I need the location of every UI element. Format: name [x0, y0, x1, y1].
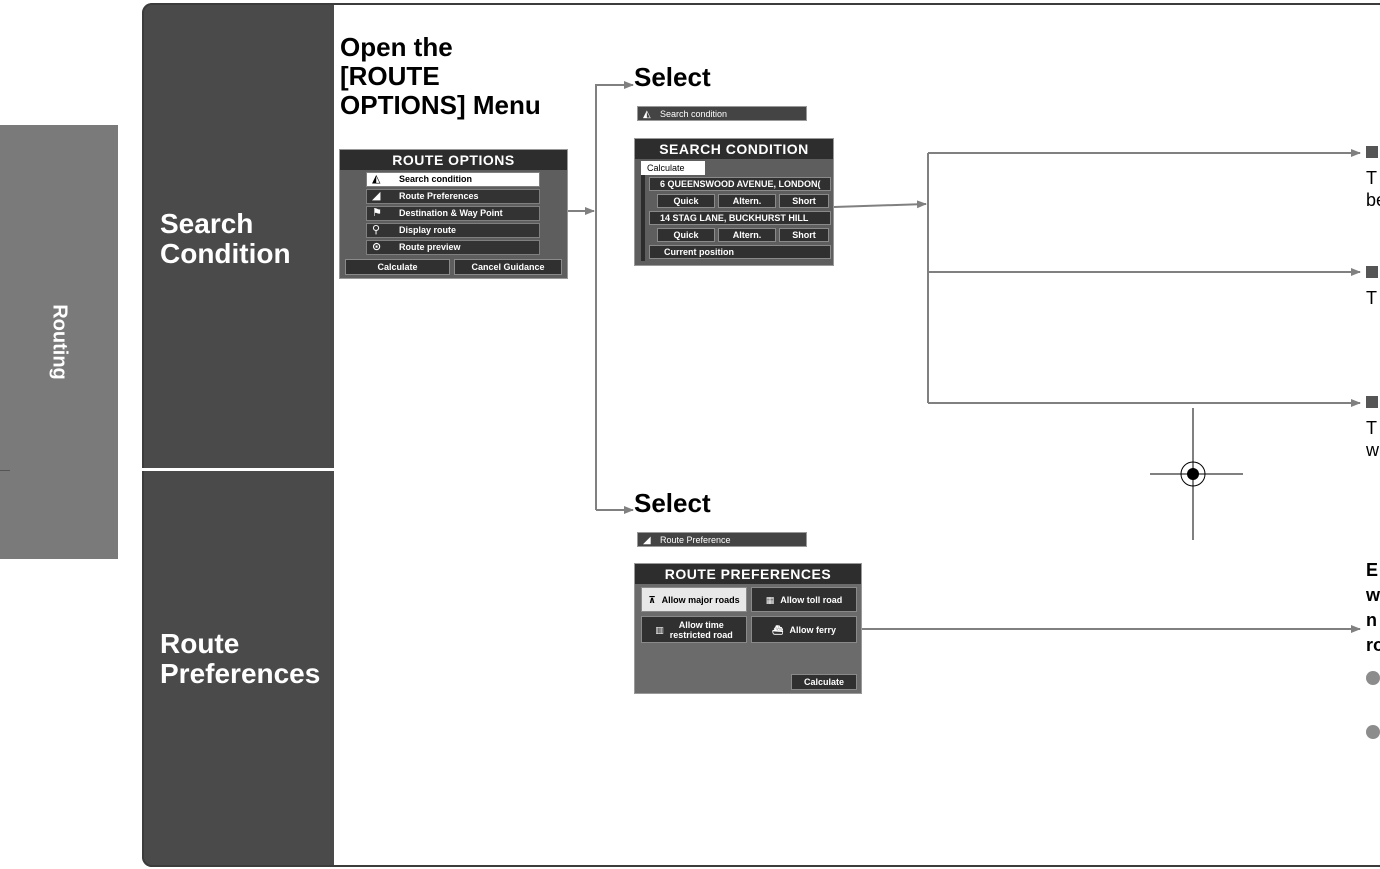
search-condition-label-bar[interactable]: ◭ Search condition [637, 106, 807, 121]
allow-time-restricted-road-button[interactable]: ▥ Allow time restricted road [641, 616, 747, 643]
cut-text-2a: T [1366, 288, 1377, 308]
current-position-button[interactable]: Current position [649, 245, 831, 259]
cut-text-b3: n [1366, 610, 1377, 630]
cut-text-b4: ro [1366, 635, 1380, 655]
bullet-1 [1366, 671, 1380, 685]
quick-button-2[interactable]: Quick [657, 228, 715, 242]
destination-1-button[interactable]: 6 QUEENSWOOD AVENUE, LONDON( [649, 177, 831, 191]
quick-button-1[interactable]: Quick [657, 194, 715, 208]
toll-road-icon: ▦ [765, 594, 775, 605]
menu-item-search-condition[interactable]: ◭ Search condition [366, 172, 540, 187]
bullet-2 [1366, 725, 1380, 739]
ferry-icon: ⛴ [772, 624, 784, 635]
route-preferences-panel: ROUTE PREFERENCES ⊼ Allow major roads ▦ … [634, 563, 862, 694]
search-condition-title: SEARCH CONDITION [635, 139, 833, 159]
cut-text-3b: w [1366, 440, 1379, 460]
allow-major-roads-label: Allow major roads [661, 594, 740, 605]
destination-2-button[interactable]: 14 STAG LANE, BUCKHURST HILL [649, 211, 831, 225]
allow-toll-road-button[interactable]: ▦ Allow toll road [751, 587, 857, 612]
calculate-tab[interactable]: Calculate [641, 161, 705, 175]
margin-rule [0, 470, 10, 471]
allow-toll-road-label: Allow toll road [780, 594, 843, 605]
allow-major-roads-button[interactable]: ⊼ Allow major roads [641, 587, 747, 612]
open-menu-heading: Open the [ROUTE OPTIONS] Menu [340, 32, 541, 120]
route-options-panel: ROUTE OPTIONS ◭ Search condition ◢ Route… [339, 149, 568, 279]
menu-item-route-preview[interactable]: ⊙ Route preview [366, 240, 540, 255]
section-column [142, 3, 334, 867]
cut-text-b1: E [1366, 560, 1379, 580]
select-heading-top: Select [634, 62, 711, 92]
route-flag-icon: ◭ [372, 173, 381, 185]
route-preview-icon: ⊙ [372, 241, 382, 253]
option-marker-1 [1366, 146, 1378, 158]
short-button-1[interactable]: Short [779, 194, 829, 208]
allow-time-restricted-label: Allow time restricted road [669, 619, 733, 640]
destination-2-label: 14 STAG LANE, BUCKHURST HILL [660, 213, 809, 223]
magnifier-icon: ⚲ [372, 224, 381, 236]
calculate-button-preferences[interactable]: Calculate [791, 674, 857, 690]
menu-item-destination-way-point[interactable]: ⚑ Destination & Way Point [366, 206, 540, 221]
cut-text-b2: w [1366, 585, 1380, 605]
menu-item-label: Route Preferences [399, 191, 479, 201]
cancel-guidance-button[interactable]: Cancel Guidance [454, 259, 562, 275]
short-button-2[interactable]: Short [779, 228, 829, 242]
label-bar-text: Route Preference [660, 535, 731, 545]
altern-button-1[interactable]: Altern. [718, 194, 776, 208]
section-divider [142, 468, 334, 471]
search-condition-panel: SEARCH CONDITION Calculate 6 QUEENSWOOD … [634, 138, 834, 266]
time-restricted-icon: ▥ [655, 624, 664, 635]
cut-text-3a: T [1366, 418, 1377, 438]
cut-text-1b: be [1366, 190, 1380, 210]
route-flag-icon: ◭ [643, 109, 651, 120]
menu-item-route-preferences[interactable]: ◢ Route Preferences [366, 189, 540, 204]
arrow-search-result [833, 200, 927, 209]
allow-ferry-label: Allow ferry [789, 624, 836, 635]
destination-1-label: 6 QUEENSWOOD AVENUE, LONDON( [660, 179, 821, 189]
menu-item-label: Search condition [399, 174, 473, 184]
menu-item-display-route[interactable]: ⚲ Display route [366, 223, 540, 238]
major-road-icon: ⊼ [648, 594, 656, 605]
side-tab: Routing [0, 125, 118, 559]
page-frame [142, 3, 1380, 867]
option-marker-2 [1366, 266, 1378, 278]
route-preferences-title: ROUTE PREFERENCES [635, 564, 861, 584]
label-bar-text: Search condition [660, 109, 728, 119]
option-marker-3 [1366, 396, 1378, 408]
allow-ferry-button[interactable]: ⛴ Allow ferry [751, 616, 857, 643]
menu-item-label: Route preview [399, 242, 461, 252]
waypoint-icon: ⚑ [372, 207, 382, 219]
registration-dot [1187, 468, 1199, 480]
section-title-search-condition: Search Condition [160, 208, 291, 269]
calculate-button[interactable]: Calculate [345, 259, 450, 275]
select-heading-bottom: Select [634, 488, 711, 518]
road-icon: ◢ [372, 190, 381, 202]
current-position-label: Current position [664, 247, 734, 257]
route-line [641, 175, 645, 261]
road-icon: ◢ [643, 535, 651, 546]
menu-item-label: Display route [399, 225, 457, 235]
arrow-select-top [595, 81, 634, 510]
altern-button-2[interactable]: Altern. [718, 228, 776, 242]
section-title-route-preferences: Route Preferences [160, 628, 321, 689]
menu-item-label: Destination & Way Point [399, 208, 503, 218]
route-preference-label-bar[interactable]: ◢ Route Preference [637, 532, 807, 547]
route-options-title: ROUTE OPTIONS [340, 150, 567, 170]
cut-text-1a: T [1366, 168, 1377, 188]
